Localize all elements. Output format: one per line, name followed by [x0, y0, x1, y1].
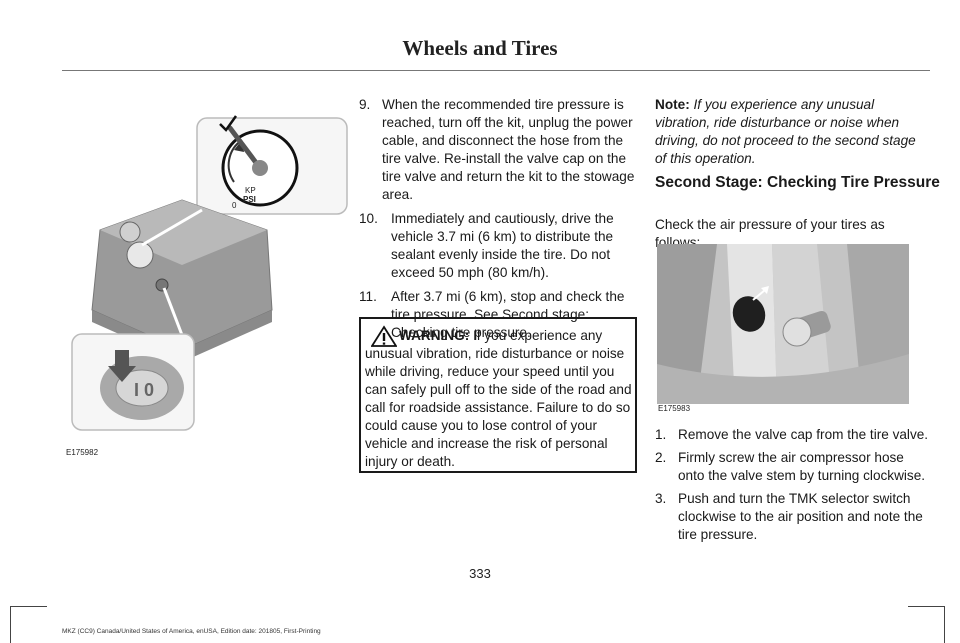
- warning-box: WARNING: If you experience any unusual v…: [359, 317, 637, 473]
- gauge-label-zero: 0: [232, 201, 237, 210]
- page-title: Wheels and Tires: [402, 36, 558, 60]
- list-item: 9.When the recommended tire pressure is …: [359, 97, 635, 202]
- page-number: 333: [469, 566, 491, 581]
- warning-icon: [371, 325, 397, 347]
- figure-id-right: E175983: [658, 404, 691, 413]
- note-column: Note: If you experience any unusual vibr…: [655, 96, 930, 168]
- note: Note: If you experience any unusual vibr…: [655, 97, 916, 166]
- instructions-column: 9.When the recommended tire pressure is …: [359, 96, 635, 348]
- svg-text:I 0: I 0: [134, 380, 154, 400]
- tire-kit-illustration: I 0: [71, 115, 348, 431]
- warning-label: WARNING:: [399, 328, 470, 343]
- section-heading: Second Stage: Checking Tire Pressure: [655, 174, 940, 191]
- list-item: 3.Push and turn the TMK selector switch …: [655, 491, 923, 542]
- warning-text: If you experience any unusual vibration,…: [365, 328, 632, 469]
- figure-id-left: E175982: [66, 448, 99, 457]
- footer-text: MKZ (CC9) Canada/United States of Americ…: [62, 628, 321, 635]
- crop-mark: [944, 606, 945, 643]
- list-item: 10.Immediately and cautiously, drive the…: [359, 211, 614, 280]
- crop-mark: [908, 606, 945, 607]
- gauge-label-psi: PSI: [243, 195, 256, 204]
- list-item: 1.Remove the valve cap from the tire val…: [655, 427, 929, 442]
- crop-mark: [10, 606, 11, 643]
- header-divider: [62, 70, 930, 71]
- gauge-label-kp: KP: [245, 186, 256, 195]
- valve-stem-illustration: [657, 244, 909, 404]
- checking-steps: 1.Remove the valve cap from the tire val…: [655, 426, 930, 549]
- list-item: 2.Firmly screw the air compressor hose o…: [655, 450, 926, 483]
- crop-mark: [10, 606, 47, 607]
